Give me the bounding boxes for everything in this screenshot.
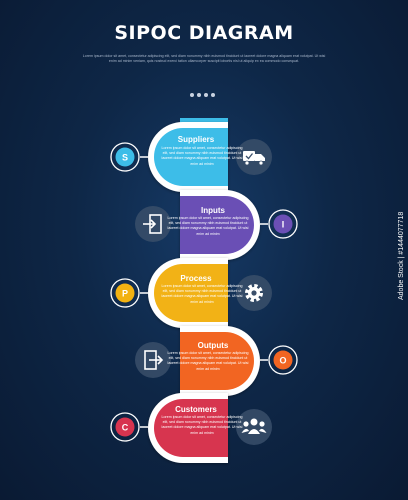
step-card-process <box>148 258 228 328</box>
delivery-truck-icon <box>236 139 272 175</box>
letter-badge-c: C <box>110 412 140 442</box>
step-heading-outputs: Outputs <box>197 341 229 350</box>
step-card-customers <box>148 393 228 463</box>
stock-watermark: Adobe Stock | #1444077718 <box>398 211 405 300</box>
step-body-suppliers: Lorem ipsum dolor sit amet, consectetur … <box>161 146 243 166</box>
letter-p: P <box>122 289 128 299</box>
step-card-inputs <box>180 190 260 260</box>
letter-badge-o: O <box>268 345 298 375</box>
page-title: SIPOC DIAGRAM <box>114 22 294 44</box>
step-heading-inputs: Inputs <box>201 206 225 215</box>
exit-door-icon <box>135 342 171 378</box>
gear-icon <box>236 275 272 311</box>
step-heading-customers: Customers <box>175 405 217 414</box>
step-body-process: Lorem ipsum dolor sit amet, consectetur … <box>161 284 243 304</box>
users-group-icon <box>236 409 272 445</box>
letter-s: S <box>122 153 128 163</box>
letter-o: O <box>279 356 286 366</box>
step-body-outputs: Lorem ipsum dolor sit amet, consectetur … <box>167 351 249 371</box>
step-card-suppliers <box>148 122 228 192</box>
letter-badge-s: S <box>110 142 140 172</box>
step-body-inputs: Lorem ipsum dolor sit amet, consectetur … <box>167 216 249 236</box>
pager-dots <box>190 84 218 97</box>
letter-i: I <box>282 220 285 230</box>
step-card-outputs <box>180 326 260 396</box>
step-heading-suppliers: Suppliers <box>177 135 215 144</box>
enter-door-icon <box>135 206 171 242</box>
step-heading-process: Process <box>180 274 212 283</box>
step-body-customers: Lorem ipsum dolor sit amet, consectetur … <box>161 415 243 435</box>
page-subtitle: Lorem ipsum dolor sit amet, consectetur … <box>82 54 326 63</box>
letter-badge-p: P <box>110 278 140 308</box>
letter-c: C <box>122 423 129 433</box>
letter-badge-i: I <box>268 209 298 239</box>
